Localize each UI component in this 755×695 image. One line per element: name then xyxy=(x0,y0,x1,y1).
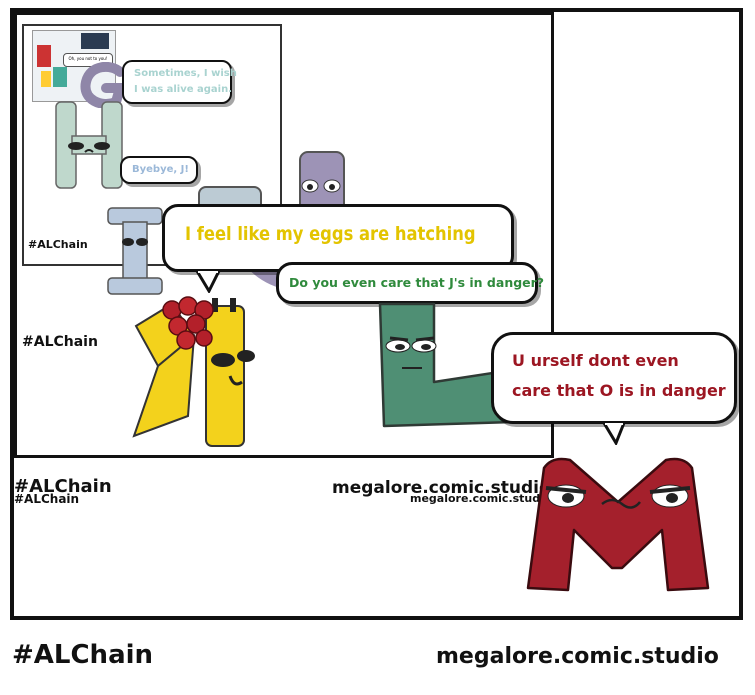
speech-bubble-urself-tail xyxy=(602,423,626,445)
footer-hashtag: #ALChain xyxy=(12,640,154,670)
speech-bubble-eggs-tail xyxy=(195,271,221,293)
speech-bubble-urself-line1: U urself dont even xyxy=(512,351,679,370)
inner-speech-bubble-byebye: Byebye, J! xyxy=(120,156,198,184)
speech-bubble-eggs-text: I feel like my eggs are hatching xyxy=(185,223,476,245)
egg-cluster xyxy=(160,296,218,352)
speech-bubble-care-j: Do you even care that J's in danger? xyxy=(276,262,544,323)
letter-i-character xyxy=(106,206,164,296)
letter-h-character xyxy=(52,100,126,190)
band-hashtag-watermark-small: #ALChain xyxy=(14,492,80,506)
letter-k-character xyxy=(130,296,260,452)
tiny-figure-red xyxy=(37,45,51,67)
inner-speech-bubble-alive: Sometimes, I wish I was alive again. xyxy=(122,60,237,104)
speech-bubble-care-j-text: Do you even care that J's in danger? xyxy=(289,275,545,290)
footer-site-link[interactable]: megalore.comic.studio xyxy=(436,644,719,669)
tiny-figure-yellow xyxy=(41,71,51,87)
tiny-speech-text: Oh, you not to you! xyxy=(68,56,108,61)
speech-bubble-urself-line2: care that O is in danger xyxy=(512,381,726,400)
band-site-watermark-small: megalore.comic.studio xyxy=(410,492,552,505)
band-site-watermark: megalore.comic.studio xyxy=(332,478,551,498)
band-hashtag-watermark: #ALChain xyxy=(14,476,112,497)
speech-bubble-urself: U urself dont even care that O is in dan… xyxy=(491,332,737,445)
mid-hashtag-watermark: #ALChain xyxy=(22,334,98,350)
inner-bubble-alive-line2: I was alive again. xyxy=(134,84,233,95)
letter-m-character xyxy=(522,450,714,600)
inner-hashtag-watermark: #ALChain xyxy=(28,238,88,251)
tiny-thumbnail-screen xyxy=(81,33,109,49)
inner-bubble-byebye-text: Byebye, J! xyxy=(132,164,189,175)
tiny-figure-green xyxy=(53,67,67,87)
letter-l-character xyxy=(372,298,522,430)
inner-bubble-alive-line1: Sometimes, I wish xyxy=(134,68,237,79)
